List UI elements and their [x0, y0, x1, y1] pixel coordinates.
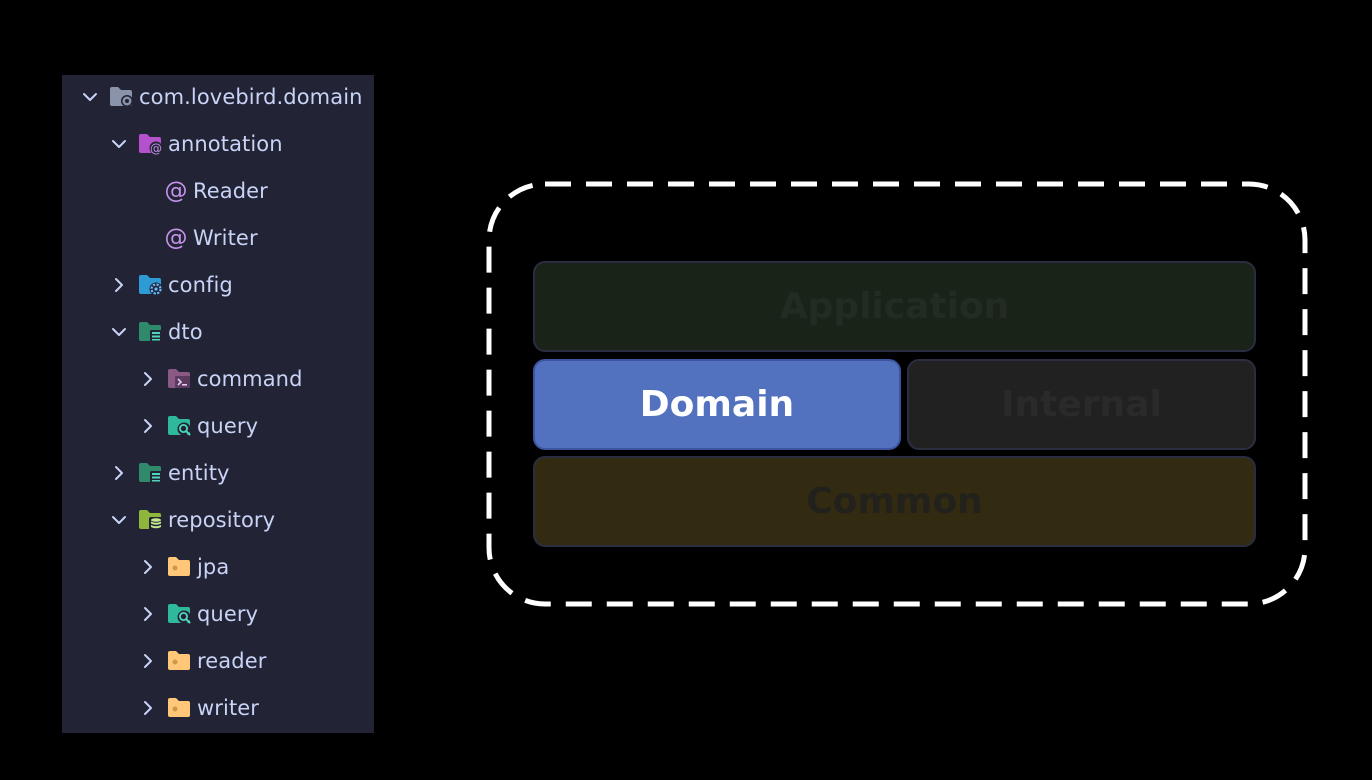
entity-folder-icon [138, 462, 164, 484]
tree-item-reader[interactable]: @ Reader [62, 167, 465, 214]
tree-item-label: dto [168, 319, 203, 344]
chevron-right-icon[interactable] [139, 558, 157, 576]
tree-item-query[interactable]: query [62, 402, 451, 449]
tree-item-label: com.lovebird.domain [139, 84, 363, 109]
chevron-down-icon[interactable] [110, 323, 128, 341]
chevron-down-icon[interactable] [110, 511, 128, 529]
query-folder-icon [167, 415, 193, 437]
domain-layer: Domain [533, 359, 901, 450]
package-folder-icon [109, 86, 135, 108]
application-layer: Application [533, 261, 1256, 352]
chevron-right-icon[interactable] [139, 605, 157, 623]
tree-item-entity[interactable]: entity [62, 449, 422, 496]
tree-item-reader-folder[interactable]: reader [62, 637, 451, 684]
chevron-right-icon[interactable] [110, 464, 128, 482]
tree-item-config[interactable]: config [62, 261, 422, 308]
internal-layer-label: Internal [1001, 384, 1162, 425]
tree-item-label: annotation [168, 131, 283, 156]
tree-item-label: query [197, 413, 259, 438]
tree-item-command[interactable]: command [62, 355, 451, 402]
folder-icon [167, 650, 193, 672]
repository-folder-icon [138, 509, 164, 531]
command-folder-icon [167, 368, 193, 390]
annotation-icon: @ [164, 177, 188, 204]
chevron-down-icon[interactable] [110, 135, 128, 153]
chevron-right-icon[interactable] [139, 370, 157, 388]
tree-item-com-lovebird-domain[interactable]: com.lovebird.domain [62, 73, 393, 120]
tree-item-writer[interactable]: @ Writer [62, 214, 465, 261]
chevron-right-icon[interactable] [139, 417, 157, 435]
dto-folder-icon [138, 321, 164, 343]
tree-item-label: command [197, 366, 303, 391]
folder-icon [167, 556, 193, 578]
tree-item-repository[interactable]: repository [62, 496, 422, 543]
annotation-folder-icon: @ [138, 133, 164, 155]
chevron-right-icon[interactable] [110, 276, 128, 294]
chevron-down-icon[interactable] [81, 88, 99, 106]
tree-item-jpa[interactable]: jpa [62, 543, 451, 590]
chevron-right-icon[interactable] [139, 699, 157, 717]
tree-item-label: Writer [193, 225, 258, 250]
tree-item-label: query [197, 601, 259, 626]
internal-layer: Internal [907, 359, 1256, 450]
application-layer-label: Application [779, 286, 1010, 327]
tree-item-label: repository [168, 507, 276, 532]
tree-item-label: writer [197, 695, 260, 720]
chevron-right-icon[interactable] [139, 652, 157, 670]
tree-item-label: jpa [197, 554, 230, 579]
tree-item-label: entity [168, 460, 230, 485]
svg-text:@: @ [150, 141, 162, 155]
annotation-icon: @ [164, 224, 188, 251]
tree-item-label: config [168, 272, 233, 297]
tree-item-label: reader [197, 648, 267, 673]
tree-item-writer-folder[interactable]: writer [62, 684, 451, 731]
folder-icon [167, 697, 193, 719]
module-boundary-frame [486, 181, 1308, 607]
tree-item-dto[interactable]: dto [62, 308, 422, 355]
project-tree-panel: com.lovebird.domain @ annotation @ Reade… [62, 75, 374, 733]
tree-item-query[interactable]: query [62, 590, 451, 637]
common-layer-label: Common [806, 481, 983, 522]
tree-item-annotation[interactable]: @ annotation [62, 120, 422, 167]
config-folder-icon [138, 274, 164, 296]
query-folder-icon [167, 603, 193, 625]
tree-item-label: Reader [193, 178, 268, 203]
domain-layer-label: Domain [639, 384, 795, 425]
common-layer: Common [533, 456, 1256, 547]
